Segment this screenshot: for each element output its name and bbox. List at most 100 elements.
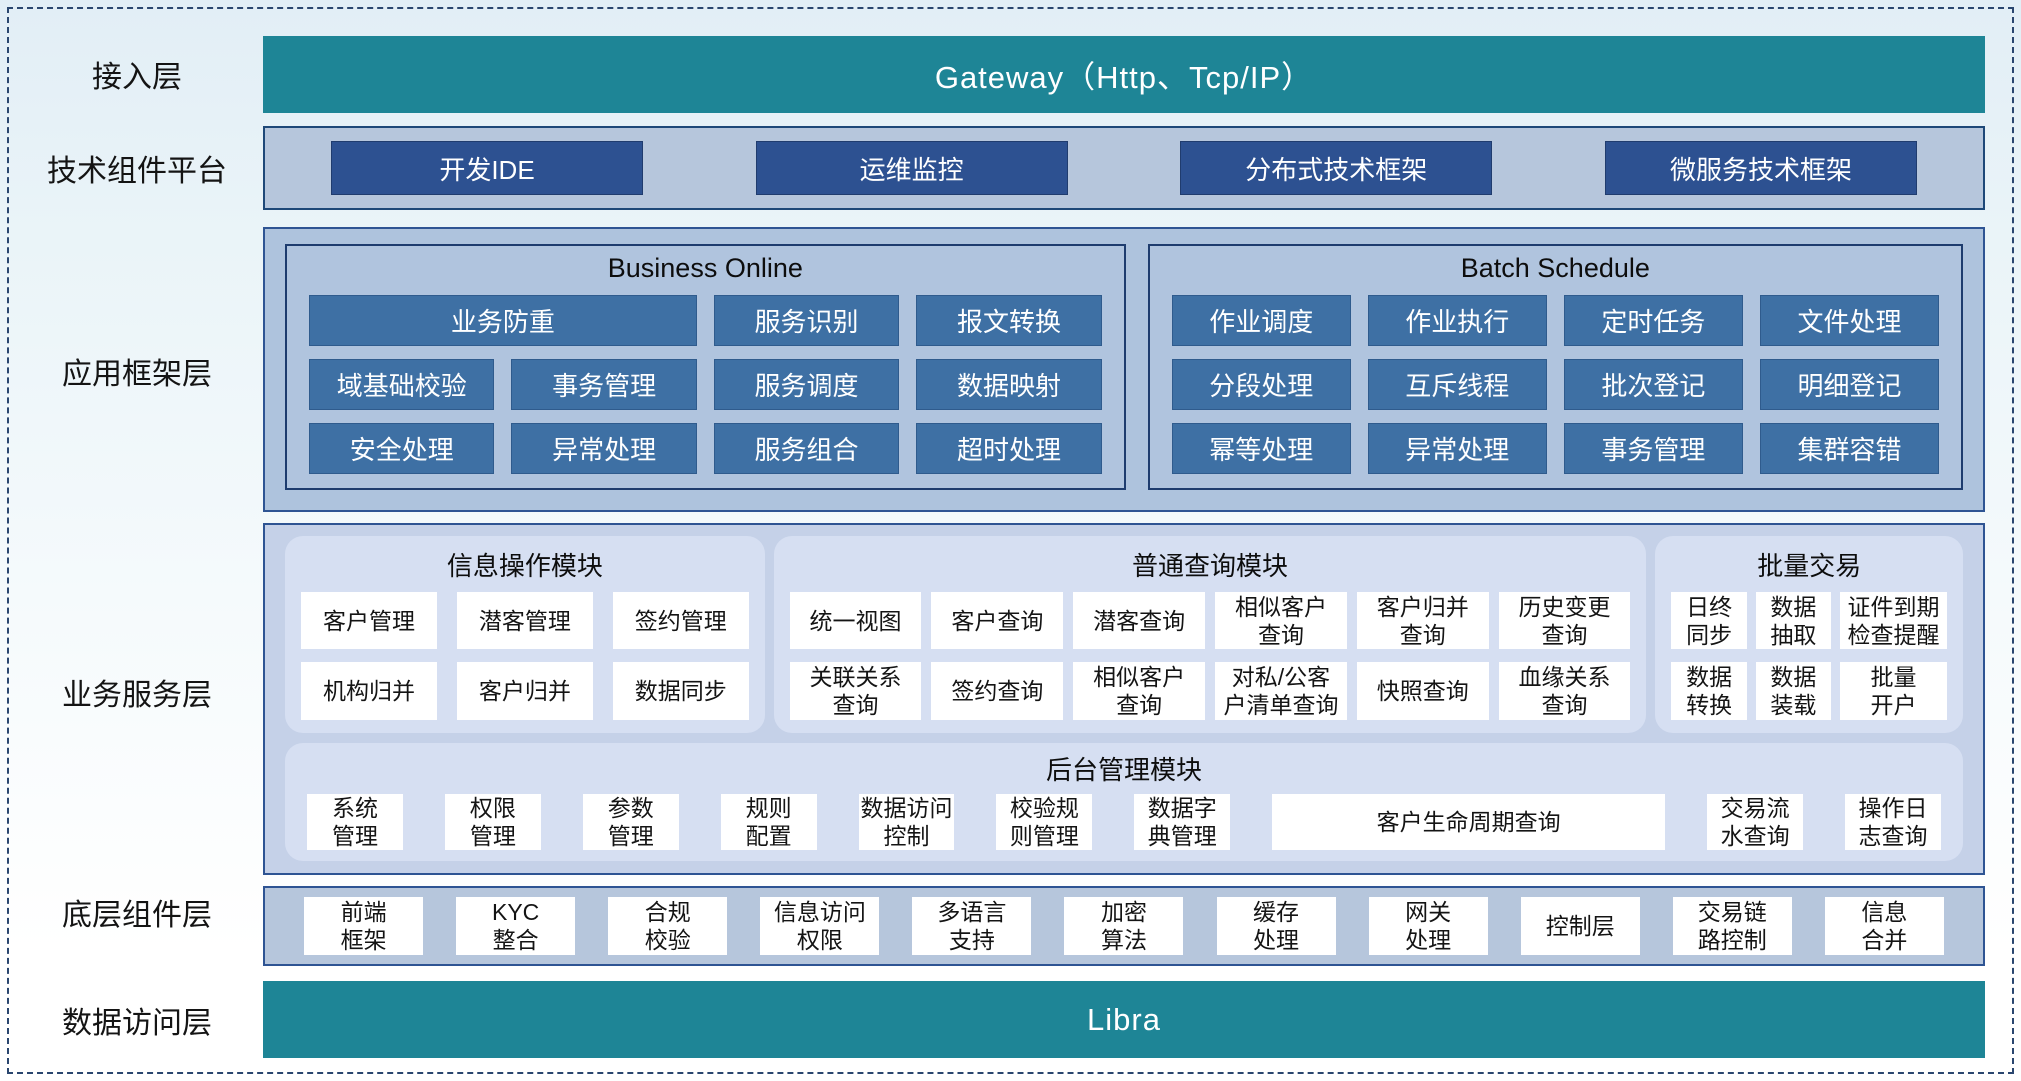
batch-transaction-module: 批量交易 日终 同步数据 抽取证件到期 检查提醒数据 转换数据 装载批量 开户 — [1655, 536, 1963, 733]
service-cell: 系统 管理 — [307, 793, 403, 850]
service-cell: 数据 转换 — [1671, 662, 1747, 720]
business-service-layer: 信息操作模块 客户管理潜客管理签约管理机构归并客户归并数据同步 普通查询模块 统… — [263, 523, 1985, 875]
general-query-title: 普通查询模块 — [1132, 551, 1289, 581]
framework-capability-button: 异常处理 — [511, 423, 697, 474]
admin-management-title: 后台管理模块 — [1045, 754, 1202, 785]
admin-management-module: 后台管理模块 系统 管理权限 管理参数 管理规则 配置数据访问 控制校验规 则管… — [285, 742, 1963, 861]
service-cell: 权限 管理 — [444, 793, 541, 850]
tech-component-button: 分布式技术框架 — [1180, 141, 1493, 195]
service-cell: 血缘关系 查询 — [1498, 662, 1631, 720]
tech-component-button: 微服务技术框架 — [1604, 141, 1917, 195]
layer-label-tech-platform: 技术组件平台 — [47, 155, 227, 188]
service-cell: 对私/公客 户清单查询 — [1215, 662, 1347, 720]
service-cell: 交易流 水查询 — [1707, 793, 1804, 850]
admin-management-row: 系统 管理权限 管理参数 管理规则 配置数据访问 控制校验规 则管理数据字 典管… — [303, 793, 1945, 850]
batch-transaction-grid: 日终 同步数据 抽取证件到期 检查提醒数据 转换数据 装载批量 开户 — [1671, 592, 1947, 720]
framework-capability-button: 服务组合 — [713, 423, 900, 474]
framework-capability-button: 批次登记 — [1563, 359, 1743, 410]
framework-capability-button: 域基础校验 — [309, 359, 495, 410]
business-online-title: Business Online — [607, 253, 803, 283]
service-cell: 日终 同步 — [1671, 592, 1747, 650]
layer-label-business-service: 业务服务层 — [62, 679, 212, 712]
service-cell: 潜客管理 — [456, 592, 593, 650]
base-component-cell: 控制层 — [1520, 897, 1640, 955]
framework-capability-button: 超时处理 — [916, 423, 1102, 474]
framework-capability-button: 事务管理 — [1563, 423, 1743, 474]
framework-capability-button: 业务防重 — [309, 295, 697, 346]
service-cell: 相似客户 查询 — [1215, 592, 1347, 650]
framework-capability-button: 互斥线程 — [1367, 359, 1547, 410]
batch-schedule-title: Batch Schedule — [1460, 253, 1650, 283]
base-component-cell: 合规 校验 — [608, 897, 728, 955]
tech-component-button: 开发IDE — [331, 141, 643, 195]
service-cell: 潜客查询 — [1073, 592, 1206, 650]
service-cell: 证件到期 检查提醒 — [1840, 592, 1947, 650]
batch-transaction-title: 批量交易 — [1757, 551, 1862, 581]
framework-capability-button: 分段处理 — [1171, 359, 1351, 410]
batch-schedule-panel: Batch Schedule 作业调度作业执行定时任务文件处理分段处理互斥线程批… — [1147, 244, 1963, 490]
info-operation-title: 信息操作模块 — [446, 551, 603, 581]
service-cell: 规则 配置 — [720, 793, 817, 850]
service-cell: 客户归并 查询 — [1356, 592, 1489, 650]
framework-capability-button: 异常处理 — [1367, 423, 1547, 474]
service-cell: 关联关系 查询 — [789, 662, 922, 720]
tech-component-button: 运维监控 — [755, 141, 1068, 195]
business-online-grid: 业务防重服务识别报文转换域基础校验事务管理服务调度数据映射安全处理异常处理服务组… — [309, 295, 1102, 474]
app-framework-layer: Business Online 业务防重服务识别报文转换域基础校验事务管理服务调… — [263, 227, 1985, 512]
base-component-cell: 网关 处理 — [1368, 897, 1488, 955]
info-operation-grid: 客户管理潜客管理签约管理机构归并客户归并数据同步 — [301, 592, 749, 720]
framework-capability-button: 作业调度 — [1171, 295, 1351, 346]
business-online-panel: Business Online 业务防重服务识别报文转换域基础校验事务管理服务调… — [285, 244, 1126, 490]
gateway-bar: Gateway（Http、Tcp/IP） — [263, 36, 1985, 113]
service-cell: 快照查询 — [1356, 662, 1489, 720]
tech-platform-row: 开发IDE 运维监控 分布式技术框架 微服务技术框架 — [263, 126, 1985, 210]
base-component-cell: 信息 合并 — [1824, 897, 1944, 955]
service-cell: 机构归并 — [301, 662, 437, 720]
service-cell: 数据访问 控制 — [858, 793, 955, 850]
framework-capability-button: 文件处理 — [1759, 295, 1939, 346]
base-component-cell: 交易链 路控制 — [1672, 897, 1792, 955]
service-modules-row: 信息操作模块 客户管理潜客管理签约管理机构归并客户归并数据同步 普通查询模块 统… — [285, 536, 1963, 733]
service-cell: 批量 开户 — [1840, 662, 1947, 720]
service-cell: 数据 抽取 — [1755, 592, 1832, 650]
framework-capability-button: 集群容错 — [1759, 423, 1939, 474]
service-cell: 历史变更 查询 — [1498, 592, 1631, 650]
service-cell: 数据同步 — [612, 662, 749, 720]
base-component-cell: 加密 算法 — [1064, 897, 1184, 955]
framework-capability-button: 安全处理 — [309, 423, 495, 474]
framework-capability-button: 数据映射 — [916, 359, 1102, 410]
base-component-cell: 缓存 处理 — [1216, 897, 1336, 955]
service-cell: 统一视图 — [789, 592, 922, 650]
base-components-row: 前端 框架 KYC 整合合规 校验信息访问 权限多语言 支持加密 算法缓存 处理网… — [263, 886, 1985, 966]
service-cell: 数据字 典管理 — [1134, 793, 1231, 850]
framework-capability-button: 明细登记 — [1759, 359, 1939, 410]
layer-label-data-access: 数据访问层 — [62, 1007, 212, 1040]
layer-label-app-framework: 应用框架层 — [62, 358, 212, 391]
service-cell: 操作日 志查询 — [1845, 793, 1941, 850]
framework-capability-button: 服务识别 — [713, 295, 900, 346]
framework-capability-button: 幂等处理 — [1171, 423, 1351, 474]
base-component-cell: 多语言 支持 — [912, 897, 1032, 955]
framework-capability-button: 报文转换 — [916, 295, 1102, 346]
service-cell: 参数 管理 — [582, 793, 679, 850]
base-component-cell: 信息访问 权限 — [760, 897, 880, 955]
general-query-module: 普通查询模块 统一视图客户查询潜客查询相似客户 查询客户归并 查询历史变更 查询… — [773, 536, 1647, 733]
service-cell: 客户查询 — [931, 592, 1064, 650]
base-component-cell: KYC 整合 — [456, 897, 576, 955]
base-component-cell: 前端 框架 — [304, 897, 424, 955]
framework-capability-button: 事务管理 — [511, 359, 697, 410]
framework-capability-button: 定时任务 — [1563, 295, 1743, 346]
batch-schedule-grid: 作业调度作业执行定时任务文件处理分段处理互斥线程批次登记明细登记幂等处理异常处理… — [1171, 295, 1939, 474]
service-cell: 相似客户 查询 — [1073, 662, 1206, 720]
libra-bar: Libra — [263, 981, 1985, 1058]
framework-capability-button: 作业执行 — [1367, 295, 1547, 346]
service-cell: 客户归并 — [456, 662, 593, 720]
general-query-grid: 统一视图客户查询潜客查询相似客户 查询客户归并 查询历史变更 查询关联关系 查询… — [789, 592, 1631, 720]
layer-label-base-components: 底层组件层 — [62, 899, 212, 932]
layer-label-access: 接入层 — [92, 61, 182, 94]
service-cell: 数据 装载 — [1755, 662, 1832, 720]
service-cell: 签约管理 — [612, 592, 749, 650]
framework-capability-button: 服务调度 — [713, 359, 900, 410]
info-operation-module: 信息操作模块 客户管理潜客管理签约管理机构归并客户归并数据同步 — [285, 536, 765, 733]
service-cell: 签约查询 — [931, 662, 1064, 720]
